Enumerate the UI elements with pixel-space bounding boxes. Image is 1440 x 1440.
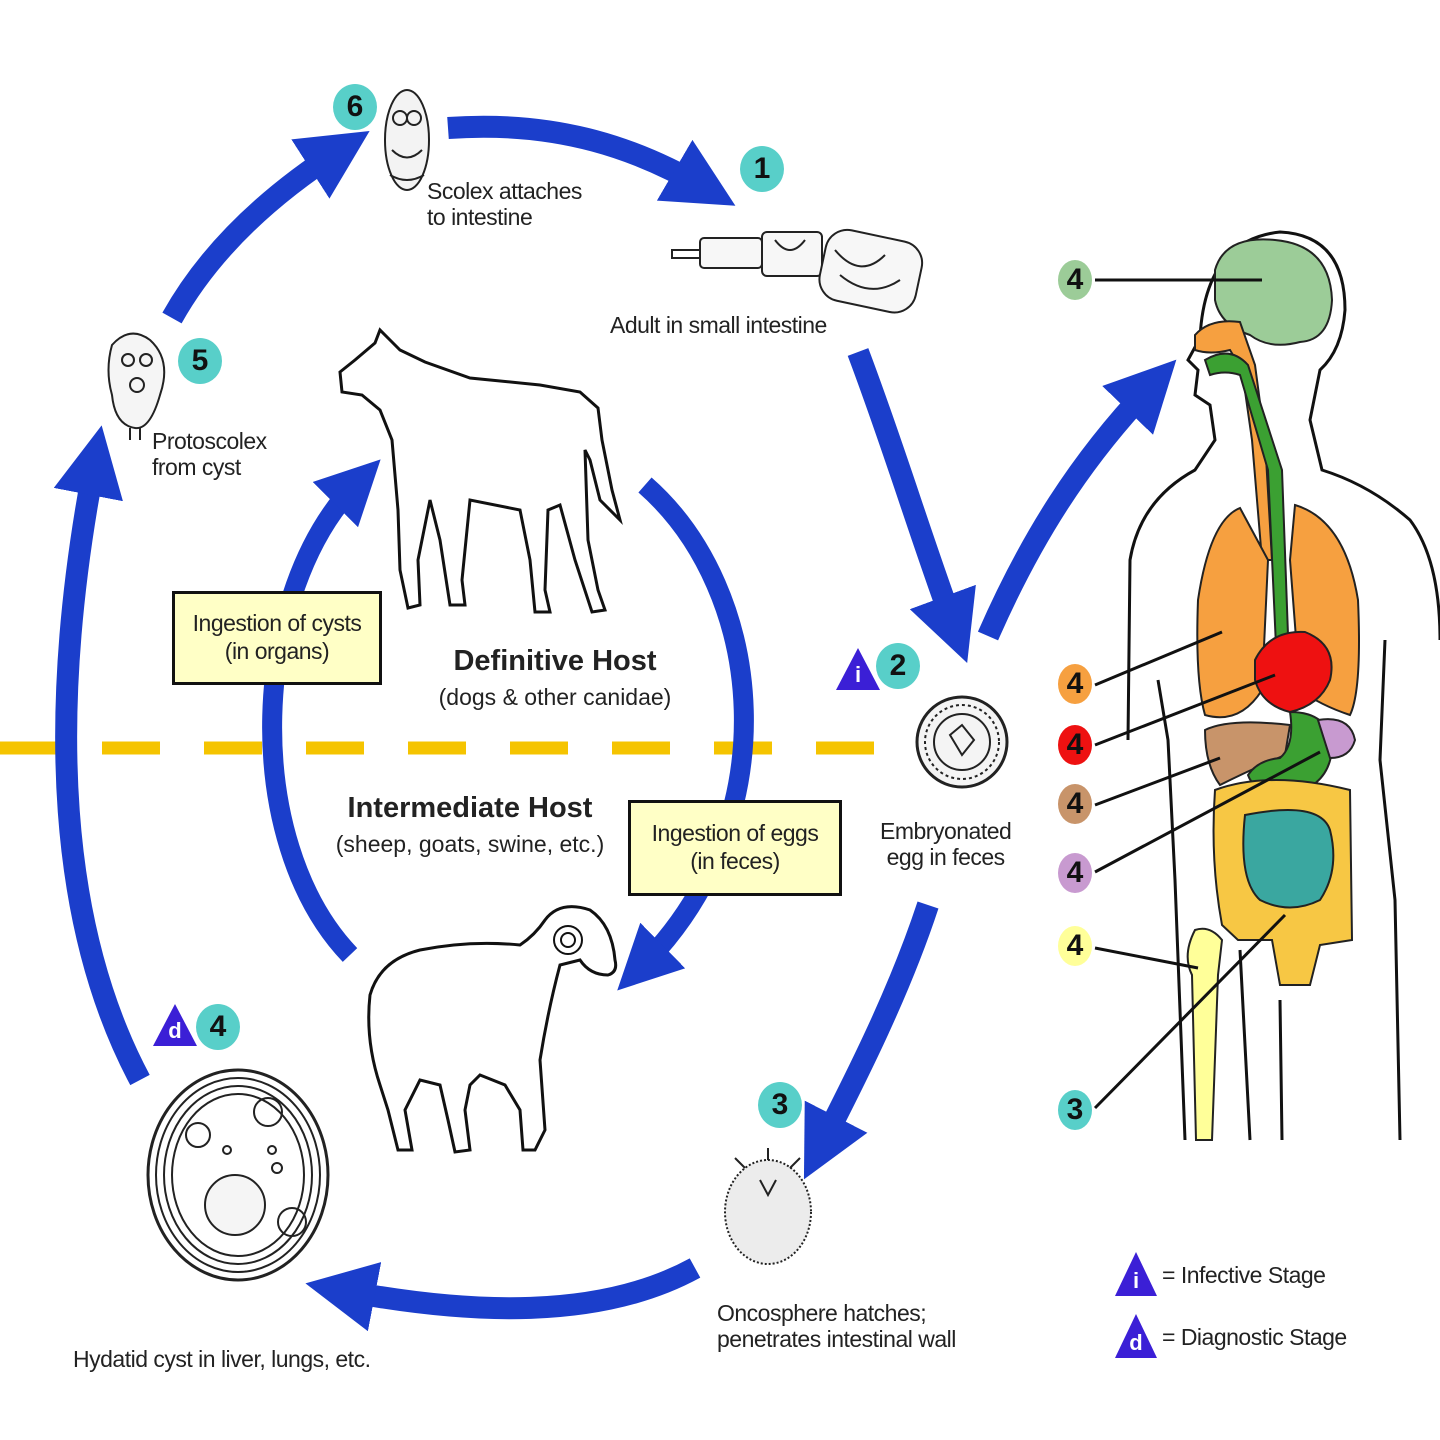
legend-diagnostic-icon: d xyxy=(1115,1314,1157,1358)
heart-stage-label: 4 xyxy=(1058,725,1092,765)
arrow-2-to-human xyxy=(977,359,1177,641)
intermediate-host-label: Intermediate Host (sheep, goats, swine, … xyxy=(320,792,620,858)
definitive-host-subtitle: (dogs & other canidae) xyxy=(438,684,672,711)
stage-4-badge: 4 xyxy=(196,1004,240,1050)
adult-tapeworm-illustration xyxy=(671,228,924,314)
bone-stage-label: 4 xyxy=(1058,926,1092,966)
infective-stage-marker-icon: i xyxy=(836,648,880,690)
arrow-1-to-2 xyxy=(847,348,976,664)
diagnostic-stage-marker-icon: d xyxy=(153,1004,197,1046)
embryonated-egg-illustration xyxy=(915,695,1009,789)
legend: i = Infective Stage d = Diagnostic Stage xyxy=(1115,1252,1415,1372)
legend-diagnostic-text: = Diagnostic Stage xyxy=(1162,1324,1347,1350)
liver-stage-label: 4 xyxy=(1058,784,1092,824)
heart-organ xyxy=(1254,630,1333,714)
lungs-stage-label: 4 xyxy=(1058,664,1092,704)
left-lung-organ xyxy=(1196,506,1270,719)
brain-organ xyxy=(1214,238,1334,346)
oncosphere-illustration xyxy=(724,1148,812,1265)
stage-3-caption: Oncosphere hatches;penetrates intestinal… xyxy=(717,1300,956,1353)
arrow-ingestion-of-eggs xyxy=(617,477,754,991)
intermediate-host-subtitle: (sheep, goats, swine, etc.) xyxy=(335,831,605,858)
arrow-2-to-3 xyxy=(803,901,939,1180)
arrow-6-to-1 xyxy=(447,115,736,206)
hydatid-cyst-illustration xyxy=(146,1068,330,1282)
brain-stage-label: 4 xyxy=(1058,260,1092,300)
legend-infective-icon: i xyxy=(1115,1252,1157,1296)
ingestion-of-eggs-box: Ingestion of eggs(in feces) xyxy=(628,800,842,896)
human-body-illustration xyxy=(1126,230,1440,1141)
legend-infective-text: = Infective Stage xyxy=(1162,1262,1326,1288)
stage-4-caption: Hydatid cyst in liver, lungs, etc. xyxy=(73,1346,371,1372)
scolex-illustration xyxy=(384,89,430,191)
spleen-stage-label: 4 xyxy=(1058,853,1092,893)
arrow-3-to-4 xyxy=(305,1258,701,1332)
intestine-stage-label: 3 xyxy=(1058,1090,1092,1130)
femur-bone xyxy=(1186,927,1224,1141)
dog-illustration xyxy=(338,327,623,614)
definitive-host-label: Definitive Host (dogs & other canidae) xyxy=(425,645,685,711)
human-organs xyxy=(1186,238,1360,1141)
leader-lines xyxy=(1093,278,1321,1110)
small-intestine-organ xyxy=(1242,809,1335,909)
stage-6-badge: 6 xyxy=(333,84,377,130)
stage-3-badge: 3 xyxy=(758,1082,802,1128)
stage-2-badge: 2 xyxy=(876,643,920,689)
protoscolex-illustration xyxy=(107,332,166,440)
sheep-illustration xyxy=(367,905,618,1154)
stage-1-caption: Adult in small intestine xyxy=(610,312,827,338)
ingestion-of-cysts-box: Ingestion of cysts(in organs) xyxy=(172,591,382,685)
arrow-ingestion-of-cysts xyxy=(262,459,381,962)
arrow-5-to-6 xyxy=(162,130,370,324)
intermediate-host-title: Intermediate Host xyxy=(347,792,593,824)
arrow-4-to-5 xyxy=(53,425,150,1086)
stage-5-badge: 5 xyxy=(178,338,222,384)
spleen-organ xyxy=(1316,718,1357,760)
stage-1-badge: 1 xyxy=(740,146,784,192)
definitive-host-title: Definitive Host xyxy=(453,645,657,677)
